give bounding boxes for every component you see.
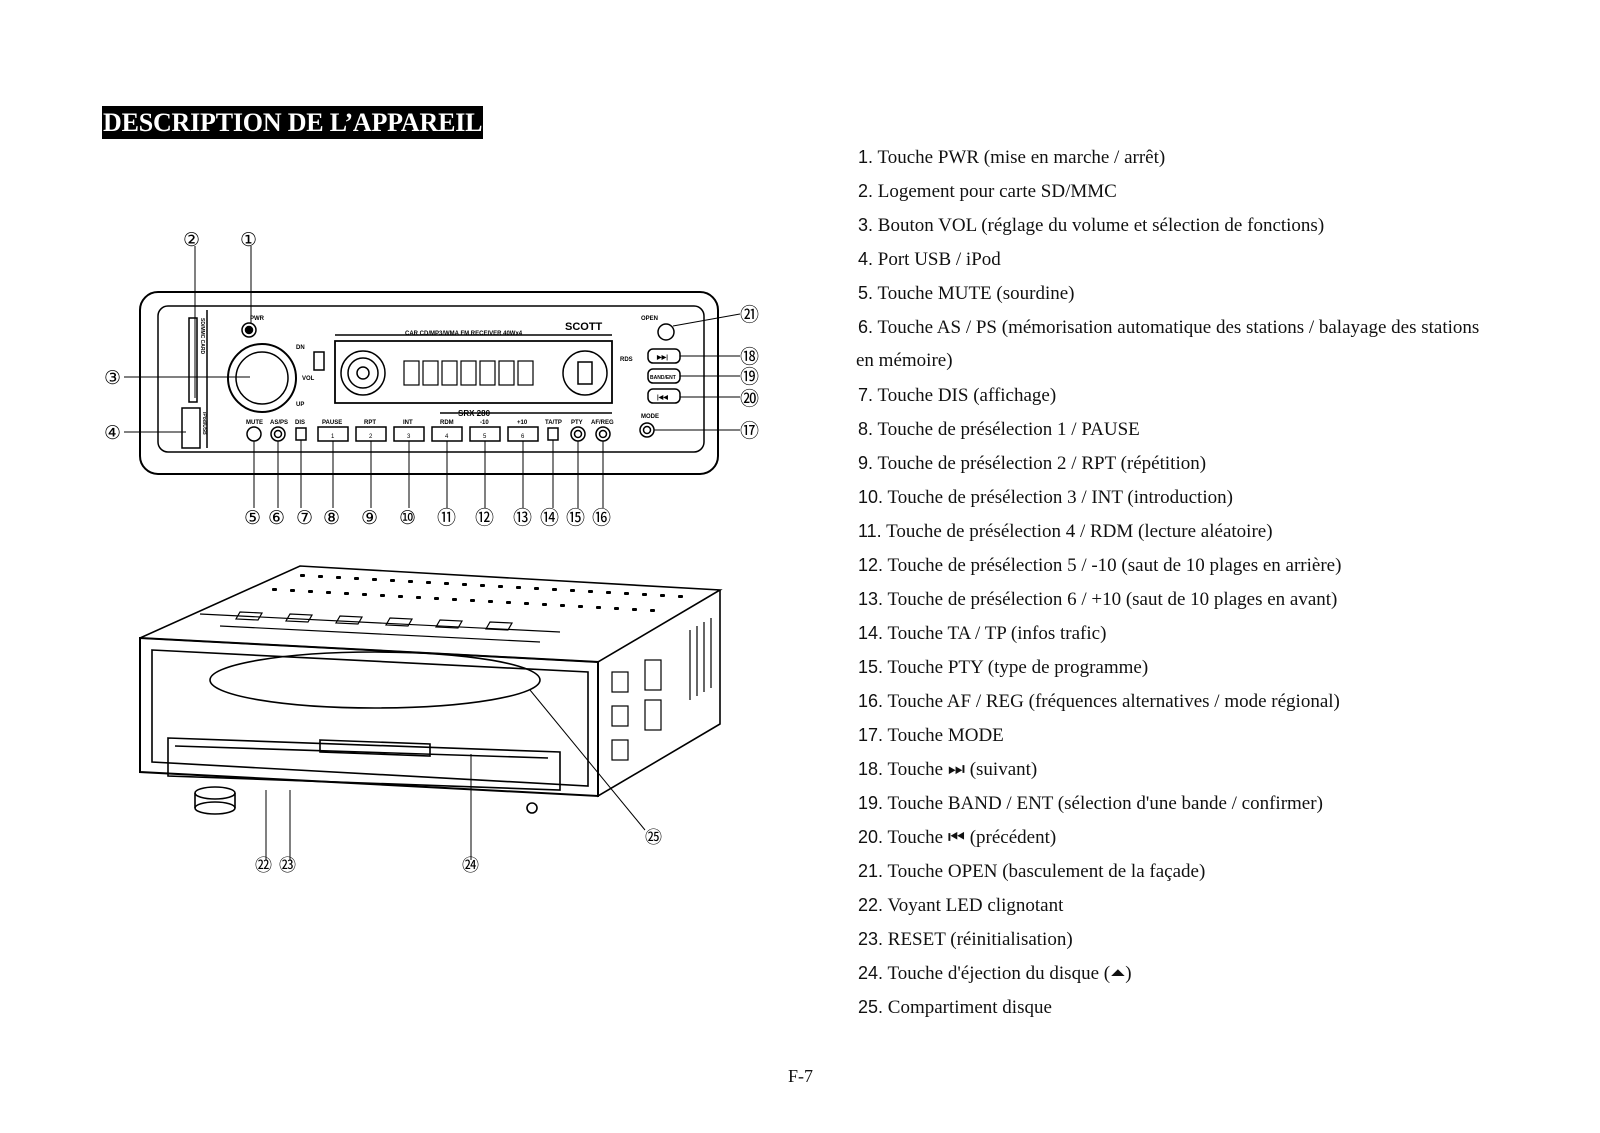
callout-1: ①	[240, 230, 257, 251]
label-sd: SD/MMC CARD	[199, 318, 205, 354]
label-int: INT	[403, 420, 413, 426]
label-open: OPEN	[641, 316, 658, 322]
callout-9: ⑨	[361, 508, 378, 529]
callout-17: ⑰	[740, 420, 759, 442]
list-item: 6. Touche AS / PS (mémorisation automati…	[858, 317, 1480, 338]
label-mute: MUTE	[246, 420, 263, 426]
preset-3: 3	[407, 434, 411, 440]
list-item: 11. Touche de présélection 4 / RDM (lect…	[858, 521, 1273, 542]
page-title: DESCRIPTION DE L’APPAREIL	[102, 106, 484, 139]
callout-19: ⑲	[740, 366, 759, 388]
callout-12: ⑫	[475, 507, 494, 529]
callout-6: ⑥	[268, 508, 285, 529]
preset-2: 2	[369, 434, 373, 440]
list-item: 9. Touche de présélection 2 / RPT (répét…	[858, 453, 1207, 474]
list-item: 10. Touche de présélection 3 / INT (intr…	[858, 487, 1233, 508]
callout-10: ⑩	[399, 508, 416, 529]
label-rpt: RPT	[364, 420, 376, 426]
callout-14: ⑭	[540, 507, 559, 529]
label-next: ▶▶|	[656, 354, 668, 361]
label-dn: DN	[296, 345, 305, 351]
label-asps: AS/PS	[270, 420, 288, 426]
label-tatp: TA/TP	[545, 420, 562, 426]
callout-24: ㉔	[462, 856, 479, 875]
preset-1: 1	[331, 434, 335, 440]
preset-5: 5	[483, 434, 487, 440]
label-dis: DIS	[295, 420, 305, 426]
callout-23: ㉓	[279, 856, 296, 875]
label-prev: |◀◀	[657, 394, 668, 401]
list-item: 4. Port USB / iPod	[858, 249, 1001, 270]
callout-8: ⑧	[323, 508, 340, 529]
label-up: UP	[296, 402, 304, 408]
callout-20: ⑳	[740, 388, 759, 410]
preset-6: 6	[521, 434, 525, 440]
list-item: 16. Touche AF / REG (fréquences alternat…	[858, 691, 1340, 712]
list-item: 13. Touche de présélection 6 / +10 (saut…	[858, 589, 1338, 610]
list-item: 7. Touche DIS (affichage)	[858, 385, 1057, 406]
callout-22: ㉒	[255, 856, 272, 875]
list-item: 22. Voyant LED clignotant	[858, 895, 1064, 916]
brand-logo: SCOTT	[565, 321, 603, 333]
label-minus10: -10	[480, 420, 489, 426]
list-item: 15. Touche PTY (type de programme)	[858, 657, 1149, 678]
callout-16: ⑯	[592, 507, 611, 529]
callout-25: ㉕	[645, 828, 662, 847]
list-item: 17. Touche MODE	[858, 725, 1004, 746]
list-item: 18. Touche ⏭ (suivant)	[858, 759, 1038, 780]
model-banner: CAR CD/MP3/WMA FM RECEIVER 40Wx4	[405, 331, 523, 337]
list-item: 14. Touche TA / TP (infos trafic)	[858, 623, 1107, 644]
list-item: 8. Touche de présélection 1 / PAUSE	[858, 419, 1140, 440]
list-item-continuation: en mémoire)	[856, 350, 953, 371]
callout-13: ⑬	[513, 507, 532, 529]
callout-21: ㉑	[740, 304, 759, 326]
label-plus10: +10	[517, 420, 528, 426]
label-pwr: PWR	[250, 316, 265, 322]
label-usb: iPod/USB	[201, 412, 207, 435]
label-pty: PTY	[571, 420, 583, 426]
device-diagram: CAR CD/MP3/WMA FM RECEIVER 40Wx4 SCOTT S…	[104, 230, 759, 875]
preset-4: 4	[445, 434, 449, 440]
callout-18: ⑱	[740, 346, 759, 368]
callout-3: ③	[104, 368, 121, 389]
model-name: SRX 280	[458, 409, 491, 418]
label-rdm: RDM	[440, 420, 454, 426]
list-item: 24. Touche d'éjection du disque (⏶)	[858, 963, 1132, 984]
list-item: 5. Touche MUTE (sourdine)	[858, 283, 1075, 304]
label-mode: MODE	[641, 414, 659, 420]
label-band: BAND/ENT	[650, 375, 676, 381]
list-item: 20. Touche ⏮ (précédent)	[858, 827, 1057, 848]
callout-7: ⑦	[296, 508, 313, 529]
list-item: 12. Touche de présélection 5 / -10 (saut…	[858, 555, 1342, 576]
list-item: 21. Touche OPEN (basculement de la façad…	[858, 861, 1206, 882]
label-afreg: AF/REG	[591, 420, 614, 426]
front-panel-drawing	[139, 291, 719, 475]
label-rds: RDS	[620, 357, 633, 363]
label-vol: VOL	[302, 376, 315, 382]
list-item: 3. Bouton VOL (réglage du volume et séle…	[858, 215, 1325, 236]
callout-11: ⑪	[437, 507, 456, 529]
list-item: 2. Logement pour carte SD/MMC	[858, 181, 1117, 202]
callout-5: ⑤	[244, 508, 261, 529]
list-item: 1. Touche PWR (mise en marche / arrêt)	[858, 147, 1166, 168]
callout-15: ⑮	[566, 507, 585, 529]
list-item: 25. Compartiment disque	[858, 997, 1052, 1018]
label-pause: PAUSE	[322, 420, 342, 426]
callout-4: ④	[104, 423, 121, 444]
unit-drawing	[139, 565, 723, 815]
list-item: 23. RESET (réinitialisation)	[858, 929, 1073, 950]
list-item: 19. Touche BAND / ENT (sélection d'une b…	[858, 793, 1323, 814]
page-number: F-7	[788, 1066, 814, 1086]
callout-2: ②	[183, 230, 200, 251]
